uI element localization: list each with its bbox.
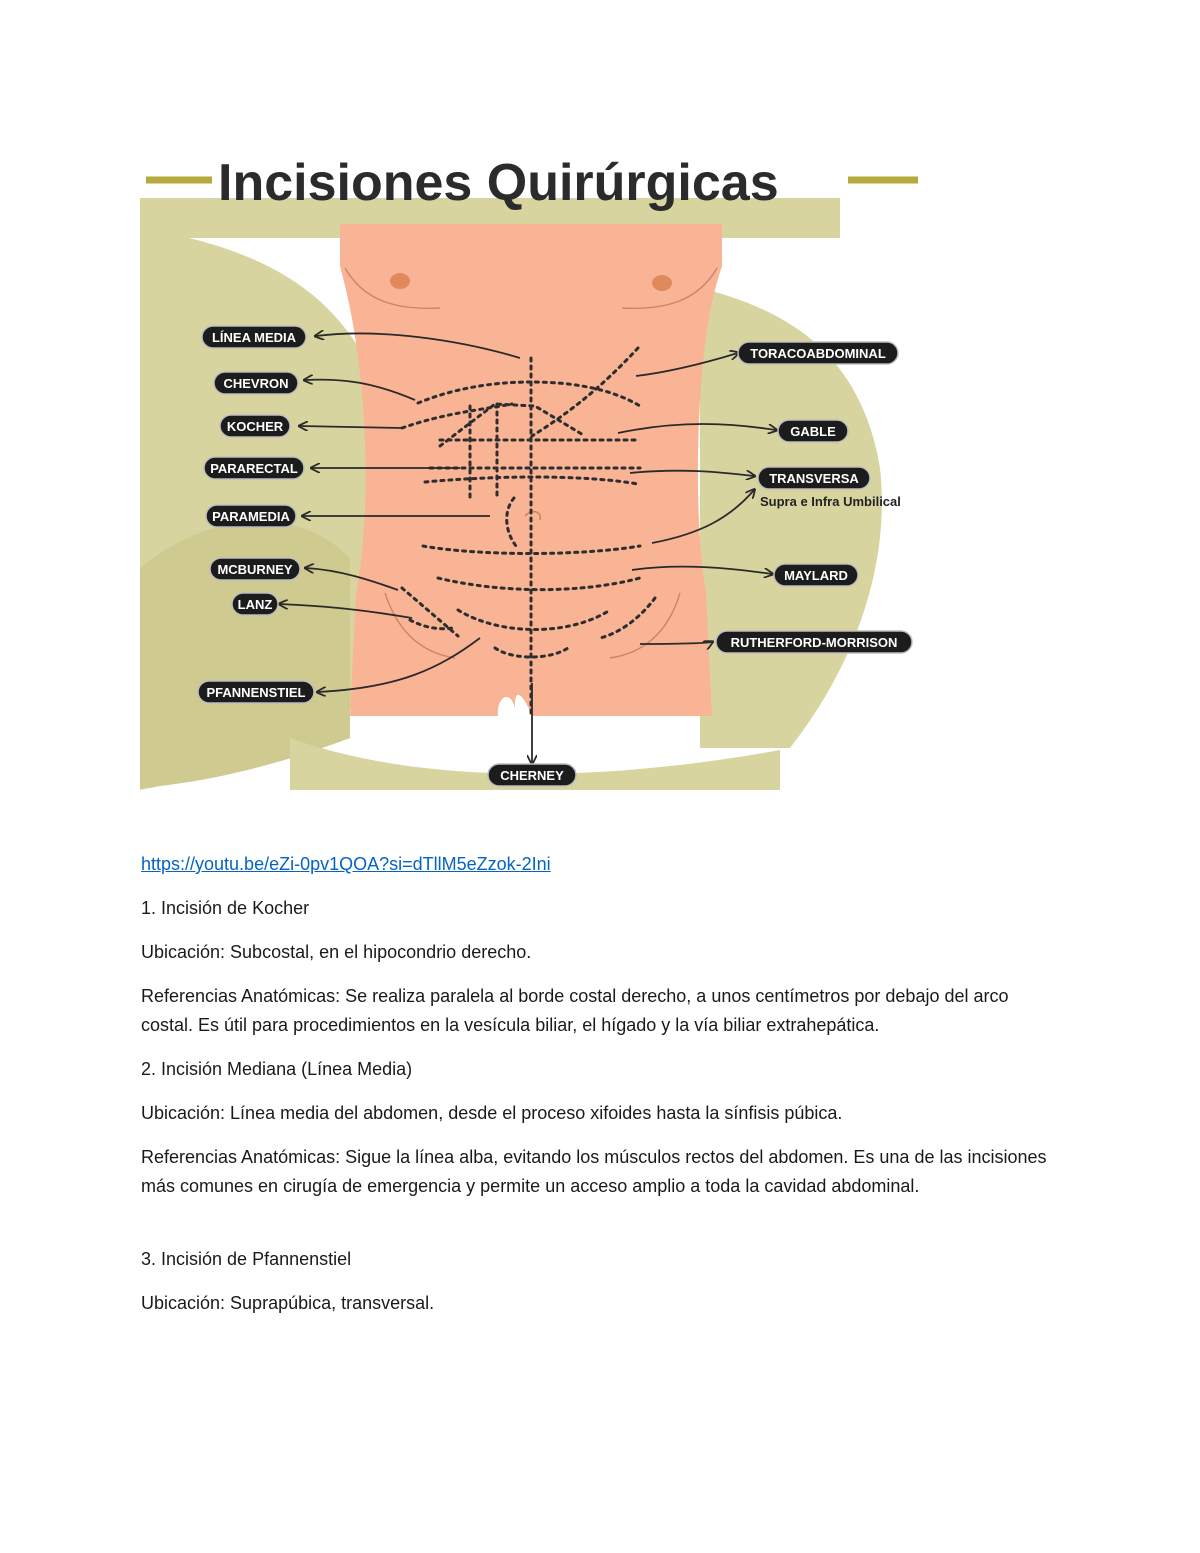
section1-references: Referencias Anatómicas: Se realiza paral… [141, 986, 1009, 1035]
arrow-maylard [631, 565, 772, 574]
incision-pfannenstiel [456, 608, 612, 631]
label-cherney: CHERNEY [487, 763, 577, 787]
incision-lines [400, 346, 657, 720]
svg-text:CHEVRON: CHEVRON [223, 376, 288, 391]
arrow-transversa-lower [651, 490, 754, 544]
incision-mcburney [400, 586, 460, 638]
incision-chevron [416, 380, 642, 408]
svg-text:CHERNEY: CHERNEY [500, 768, 564, 783]
incisions-diagram: Incisiones Quirúrgicas [140, 154, 918, 790]
section2-heading: 2. Incisión Mediana (Línea Media) [141, 1059, 413, 1079]
section2-references: Referencias Anatómicas: Sigue la línea a… [141, 1147, 1047, 1196]
navel [524, 510, 542, 521]
incision-lanz [408, 618, 454, 631]
groin-contour [609, 592, 681, 659]
label-arrows [280, 333, 776, 763]
svg-text:TRANSVERSA: TRANSVERSA [769, 471, 859, 486]
chest-contour [621, 267, 718, 310]
arrow-lanz [280, 604, 413, 619]
svg-text:PFANNENSTIEL: PFANNENSTIEL [207, 685, 306, 700]
svg-text:RUTHERFORD-MORRISON: RUTHERFORD-MORRISON [731, 635, 898, 650]
chest-contour [344, 267, 441, 310]
label-toracoabdominal: TORACOABDOMINAL [737, 341, 899, 365]
svg-text:PARARECTAL: PARARECTAL [210, 461, 298, 476]
incision-transversa-upper [423, 475, 640, 486]
background-shape [290, 738, 780, 790]
incision-supraumbilical [505, 496, 518, 548]
section1-heading: 1. Incisión de Kocher [141, 898, 310, 918]
label-kocher: KOCHER [219, 414, 291, 438]
arrow-gable [617, 423, 776, 433]
incision-transversa-lower [421, 544, 642, 555]
incision-gable [438, 402, 587, 448]
svg-text:GABLE: GABLE [790, 424, 836, 439]
arrow-linea-media [316, 333, 521, 359]
svg-text:TORACOABDOMINAL: TORACOABDOMINAL [750, 346, 886, 361]
svg-text:LÍNEA MEDIA: LÍNEA MEDIA [212, 330, 297, 345]
label-pararectal: PARARECTAL [203, 456, 305, 480]
svg-text:MCBURNEY: MCBURNEY [217, 562, 292, 577]
label-lanz: LANZ [231, 592, 279, 616]
arrow-transversa [629, 469, 754, 476]
svg-text:LANZ: LANZ [238, 597, 273, 612]
transversa-subtitle: Supra e Infra Umbilical [760, 494, 901, 509]
arrow-mcburney [306, 568, 399, 591]
video-link[interactable]: https://youtu.be/eZi-0pv1QOA?si=dTllM5eZ… [141, 854, 551, 874]
label-chevron: CHEVRON [213, 371, 299, 395]
background-shape [140, 520, 350, 788]
incision-rutherford [598, 596, 657, 640]
section2-location: Ubicación: Línea media del abdomen, desd… [141, 1103, 843, 1123]
nipple-left [390, 273, 410, 289]
section3-location: Ubicación: Suprapúbica, transversal. [141, 1293, 435, 1313]
arrow-kocher [300, 426, 403, 428]
svg-text:PARAMEDIA: PARAMEDIA [212, 509, 290, 524]
svg-text:MAYLARD: MAYLARD [784, 568, 848, 583]
label-transversa: TRANSVERSA [757, 466, 871, 490]
arrow-pfannenstiel [318, 637, 481, 692]
section3-heading: 3. Incisión de Pfannenstiel [141, 1249, 352, 1269]
label-gable: GABLE [777, 419, 849, 443]
section1-location: Ubicación: Subcostal, en el hipocondrio … [141, 942, 532, 962]
label-rutherford-morrison: RUTHERFORD-MORRISON [715, 630, 913, 654]
label-pfannenstiel: PFANNENSTIEL [197, 680, 315, 704]
label-paramedia: PARAMEDIA [205, 504, 297, 528]
arrow-rutherford [639, 642, 712, 644]
svg-text:KOCHER: KOCHER [227, 419, 284, 434]
label-maylard: MAYLARD [773, 563, 859, 587]
arrow-chevron [305, 380, 416, 401]
label-linea-media: LÍNEA MEDIA [201, 325, 307, 349]
incision-maylard [436, 576, 642, 592]
incisions-figure: Incisiones Quirúrgicas [140, 138, 922, 790]
incision-toracoabdominal [530, 346, 640, 438]
nipple-right [652, 275, 672, 291]
groin-contour [384, 592, 456, 659]
arrow-toracoabdominal [635, 353, 738, 377]
figure-title: Incisiones Quirúrgicas [218, 154, 779, 212]
label-mcburney: MCBURNEY [209, 557, 301, 581]
